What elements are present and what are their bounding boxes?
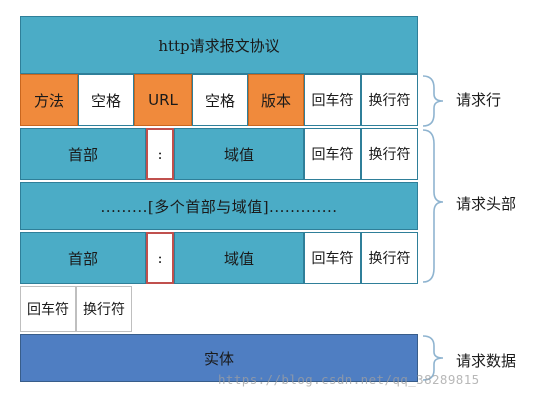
request-body-label: 请求数据 <box>456 352 517 370</box>
version-cell: 版本 <box>248 74 304 126</box>
entity-body-cell: 实体 <box>20 334 418 382</box>
header-value-cell: 域值 <box>174 128 304 180</box>
multiple-headers-cell: .........[多个首部与域值]............. <box>20 182 418 230</box>
request-line-brace <box>422 75 444 127</box>
line-feed-cell: 换行符 <box>361 74 418 126</box>
request-body-brace <box>422 335 444 381</box>
url-cell: URL <box>134 74 192 126</box>
carriage-return-cell: 回车符 <box>304 128 361 180</box>
carriage-return-cell: 回车符 <box>304 74 361 126</box>
line-feed-cell: 换行符 <box>361 128 418 180</box>
blank-line-line-feed-cell: 换行符 <box>76 286 132 332</box>
space-cell-2: 空格 <box>192 74 248 126</box>
blank-line-carriage-return-cell: 回车符 <box>20 286 76 332</box>
request-header-brace <box>422 129 444 283</box>
watermark-text: https://blog.csdn.net/qq_38289815 <box>218 372 480 387</box>
header-name-cell: 首部 <box>20 128 146 180</box>
method-cell: 方法 <box>20 74 78 126</box>
diagram-title: http请求报文协议 <box>20 16 418 74</box>
header-value-cell: 域值 <box>174 232 304 284</box>
carriage-return-cell: 回车符 <box>304 232 361 284</box>
request-header-label: 请求头部 <box>456 195 517 213</box>
request-line-label: 请求行 <box>456 91 502 109</box>
header-colon-cell: : <box>146 128 174 180</box>
line-feed-cell: 换行符 <box>361 232 418 284</box>
header-colon-cell: : <box>146 232 174 284</box>
header-name-cell: 首部 <box>20 232 146 284</box>
space-cell-1: 空格 <box>78 74 134 126</box>
